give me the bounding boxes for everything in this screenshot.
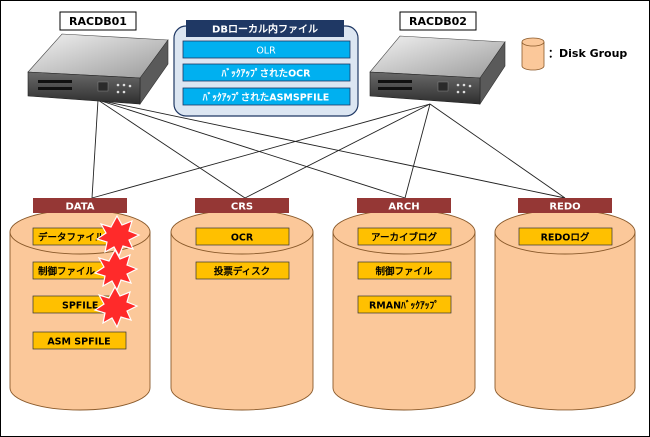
local-file-item-box — [182, 87, 351, 106]
server-racdb01-slot — [38, 80, 72, 83]
server-racdb02-led — [468, 84, 472, 88]
link-rac1-redo — [97, 99, 566, 199]
server-racdb01-led — [128, 84, 132, 88]
server-racdb01-led — [116, 83, 120, 87]
link-rac1-data — [91, 99, 99, 199]
server-racdb02-led — [456, 83, 460, 87]
legend-disk-icon-top — [521, 37, 545, 47]
server-racdb01-led — [122, 90, 126, 94]
disk-crs-item-box — [195, 261, 290, 280]
disk-crs-tag-box — [195, 198, 289, 213]
link-rac2-arch — [404, 103, 431, 199]
local-files-title-box — [186, 20, 344, 37]
disk-arch-item: アーカイブログ — [371, 232, 437, 244]
disk-data-item-box — [32, 331, 127, 350]
server-racdb02-led — [462, 83, 466, 87]
disk-arch-cylinder — [332, 231, 476, 411]
disk-redo-cylinder — [494, 231, 636, 411]
server-racdb01-slot — [38, 87, 72, 90]
legend-disk-icon — [521, 42, 545, 71]
server-racdb01-label-box — [59, 11, 137, 31]
local-file-item: OLR — [256, 46, 276, 57]
server-racdb01-led — [116, 90, 120, 94]
disk-data-tag-box — [33, 198, 127, 213]
disk-redo-tag: REDO — [549, 202, 580, 213]
legend-label: ：Disk Group — [548, 47, 627, 60]
disk-data-tag: DATA — [65, 202, 94, 213]
disk-crs-item-box — [195, 227, 290, 246]
disk-arch-item-box — [357, 227, 452, 246]
server-racdb02-led — [456, 90, 460, 94]
server-racdb01-led — [122, 83, 126, 87]
server-racdb01: RACDB01 — [27, 11, 169, 105]
disk-arch-item-box — [357, 295, 452, 314]
disk-arch-item-box — [357, 261, 452, 280]
local-file-item-box — [182, 40, 351, 59]
disk-data-item: SPFILE — [62, 301, 98, 312]
disk-group-data: DATA データファイル 制御ファイル SPFILE ASM SPFILE — [9, 198, 151, 411]
disk-arch-tag: ARCH — [388, 202, 419, 213]
link-rac1-crs — [97, 99, 246, 199]
local-file-item: ﾊﾞｯｸｱｯﾌﾟされたASMSPFILE — [202, 92, 330, 104]
disk-crs-cylinder — [170, 231, 314, 411]
link-rac2-data — [91, 103, 431, 199]
server-racdb01-label: RACDB01 — [69, 15, 127, 28]
disk-redo-item: REDOログ — [541, 232, 590, 244]
disk-arch-tag-box — [357, 198, 451, 213]
connection-lines — [91, 99, 566, 199]
local-file-item: ﾊﾞｯｸｱｯﾌﾟされたOCR — [221, 68, 312, 80]
server-racdb02-label-box — [399, 11, 477, 31]
link-rac1-arch — [97, 99, 406, 199]
disk-data-item: データファイル — [38, 232, 105, 244]
server-racdb02-panel — [437, 81, 449, 92]
failure-burst-icon — [93, 285, 139, 329]
disk-crs-item: OCR — [231, 233, 254, 244]
server-racdb02-slot — [378, 80, 412, 83]
local-files-panel: DBローカル内ファイル OLR ﾊﾞｯｸｱｯﾌﾟされたOCR ﾊﾞｯｸｱｯﾌﾟさ… — [173, 20, 359, 117]
server-racdb02-label: RACDB02 — [409, 15, 467, 28]
disk-crs-tag: CRS — [231, 202, 253, 213]
server-racdb02: RACDB02 — [369, 11, 506, 106]
disk-redo-item-box — [518, 227, 613, 246]
local-files-title: DBローカル内ファイル — [212, 23, 318, 36]
link-rac2-crs — [244, 103, 431, 199]
disk-crs-item: 投票ディスク — [214, 266, 270, 278]
disk-arch-item: 制御ファイル — [375, 266, 433, 278]
disk-redo-tag-box — [518, 198, 612, 213]
server-racdb02-led — [462, 90, 466, 94]
disk-group-arch: ARCH アーカイブログ 制御ファイル RMANﾊﾞｯｸｱｯﾌﾟ — [332, 198, 476, 411]
disk-data-item: ASM SPFILE — [47, 337, 110, 348]
disk-group-redo: REDO REDOログ — [494, 198, 636, 411]
link-rac2-redo — [429, 103, 566, 199]
local-file-item-box — [182, 63, 351, 82]
server-racdb01-panel — [97, 81, 109, 92]
server-racdb02-slot — [378, 87, 412, 90]
disk-data-item: 制御ファイル — [38, 266, 96, 278]
disk-group-crs: CRS OCR 投票ディスク — [170, 198, 314, 411]
legend: ：Disk Group — [521, 37, 627, 71]
disk-arch-item: RMANﾊﾞｯｸｱｯﾌﾟ — [369, 300, 439, 312]
